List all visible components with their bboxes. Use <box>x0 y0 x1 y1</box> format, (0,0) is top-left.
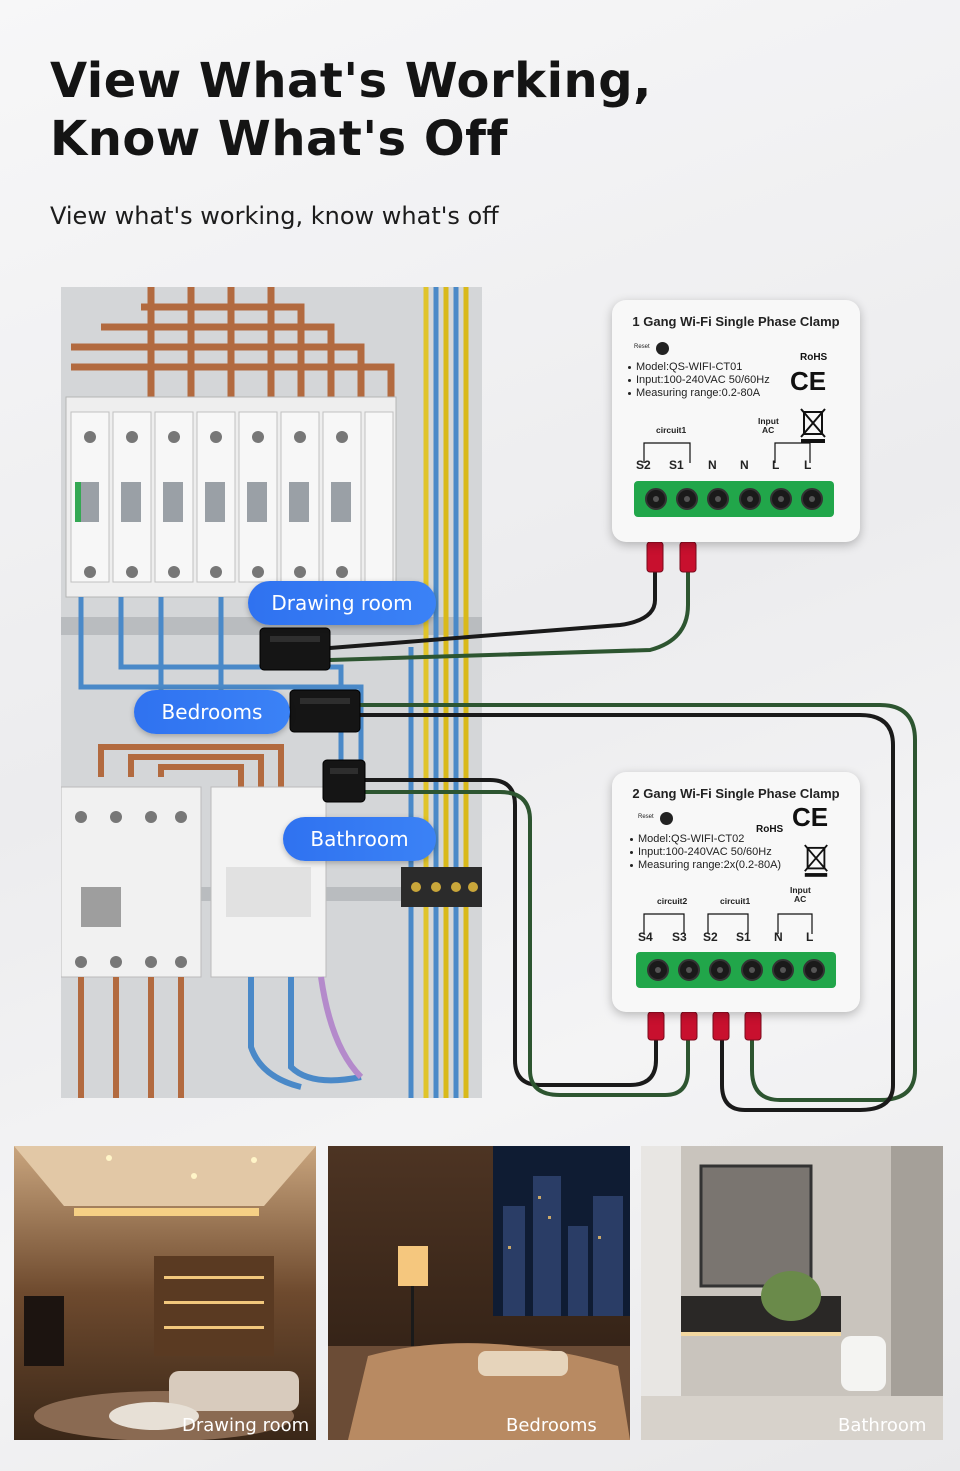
weee-bin-icon <box>800 408 826 443</box>
device1-input: Input:100-240VAC 50/60Hz <box>636 374 770 386</box>
device2-input: Input:100-240VAC 50/60Hz <box>638 846 772 858</box>
terminal-screw <box>738 488 761 510</box>
device1-circuit1-label: circuit1 <box>656 425 687 435</box>
device1-ce-mark: CE <box>790 366 827 396</box>
device1-terminal-l1: L <box>772 458 780 472</box>
terminal-screw <box>677 959 700 981</box>
room-photo-bathroom: Bathroom <box>641 1146 943 1440</box>
device2-model: Model:QS-WIFI-CT02 <box>638 833 745 845</box>
device2-input-label: Input <box>790 885 811 895</box>
headline-line-1: View What's Working, <box>50 53 652 109</box>
device2-reset-label: Reset <box>638 814 654 820</box>
subtitle: View what's working, know what's off <box>50 202 499 230</box>
room-label-bathroom: Bathroom <box>838 1415 927 1436</box>
device1-ac-label: AC <box>762 425 775 435</box>
device2-terminal-s4: S4 <box>638 930 653 944</box>
label-bathroom: Bathroom <box>283 817 436 861</box>
device1-range: Measuring range:0.2-80A <box>636 387 761 399</box>
device2-terminal-l: L <box>806 930 814 944</box>
bedroom-illustration <box>328 1146 630 1440</box>
device2-terminal-s2: S2 <box>703 930 718 944</box>
connector-5 <box>712 1011 730 1041</box>
device2-range: Measuring range:2x(0.2-80A) <box>638 859 782 871</box>
terminal-screw <box>801 488 824 510</box>
terminal-screw <box>740 959 763 981</box>
label-drawing-room: Drawing room <box>248 581 436 625</box>
device1-terminal-s2: S2 <box>636 458 651 472</box>
device2-terminal-s1: S1 <box>736 930 751 944</box>
device2-circuit1-label: circuit1 <box>720 896 751 906</box>
device2-reset-button <box>660 812 673 825</box>
device2-terminal-n: N <box>774 930 783 944</box>
room-label-bedrooms: Bedrooms <box>506 1415 597 1436</box>
device2-terminal-block <box>636 952 836 988</box>
device1-terminal-s1: S1 <box>669 458 684 472</box>
device-1gang-clamp: 1 Gang Wi-Fi Single Phase Clamp Reset Mo… <box>612 300 860 542</box>
room-photo-drawing-room: Drawing room <box>14 1146 316 1440</box>
device1-rohs: RoHS <box>800 352 828 363</box>
terminal-screw <box>644 488 667 510</box>
connector-4 <box>680 1011 698 1041</box>
device1-input-label: Input <box>758 416 779 426</box>
connector-2 <box>679 541 697 573</box>
device1-circuit-lines <box>643 442 811 463</box>
terminal-screw <box>709 959 732 981</box>
device1-terminal-block <box>634 481 834 517</box>
weee-bin-icon <box>804 844 828 877</box>
device1-title: 1 Gang Wi-Fi Single Phase Clamp <box>632 314 840 329</box>
terminal-screw <box>707 488 730 510</box>
headline: View What's Working, Know What's Off <box>50 52 652 168</box>
device2-ac-label: AC <box>794 894 807 904</box>
room-label-drawing-room: Drawing room <box>182 1415 310 1436</box>
device1-reset-button <box>656 342 669 355</box>
device1-terminal-n2: N <box>740 458 749 472</box>
device-2gang-clamp: 2 Gang Wi-Fi Single Phase Clamp Reset Mo… <box>612 772 860 1012</box>
terminal-screw <box>675 488 698 510</box>
drawing-room-illustration <box>14 1146 316 1440</box>
device1-model: Model:QS-WIFI-CT01 <box>636 361 743 373</box>
device1-terminal-n1: N <box>708 458 717 472</box>
device2-title: 2 Gang Wi-Fi Single Phase Clamp <box>632 786 840 801</box>
headline-line-2: Know What's Off <box>50 111 508 167</box>
room-photo-bedrooms: Bedrooms <box>328 1146 630 1440</box>
terminal-screw <box>803 959 826 981</box>
connector-3 <box>647 1011 665 1041</box>
terminal-screw <box>646 959 669 981</box>
device2-ce-mark: CE <box>792 802 829 832</box>
device2-circuit2-label: circuit2 <box>657 896 688 906</box>
device2-circuit-lines <box>643 913 813 934</box>
device2-rohs: RoHS <box>756 824 784 835</box>
device1-reset-label: Reset <box>634 344 650 350</box>
label-bedrooms: Bedrooms <box>134 690 290 734</box>
connector-1 <box>646 541 664 573</box>
bathroom-illustration <box>641 1146 943 1440</box>
device2-terminal-s3: S3 <box>672 930 687 944</box>
device1-terminal-l2: L <box>804 458 812 472</box>
connector-6 <box>744 1011 762 1041</box>
terminal-screw <box>769 488 792 510</box>
terminal-screw <box>771 959 794 981</box>
